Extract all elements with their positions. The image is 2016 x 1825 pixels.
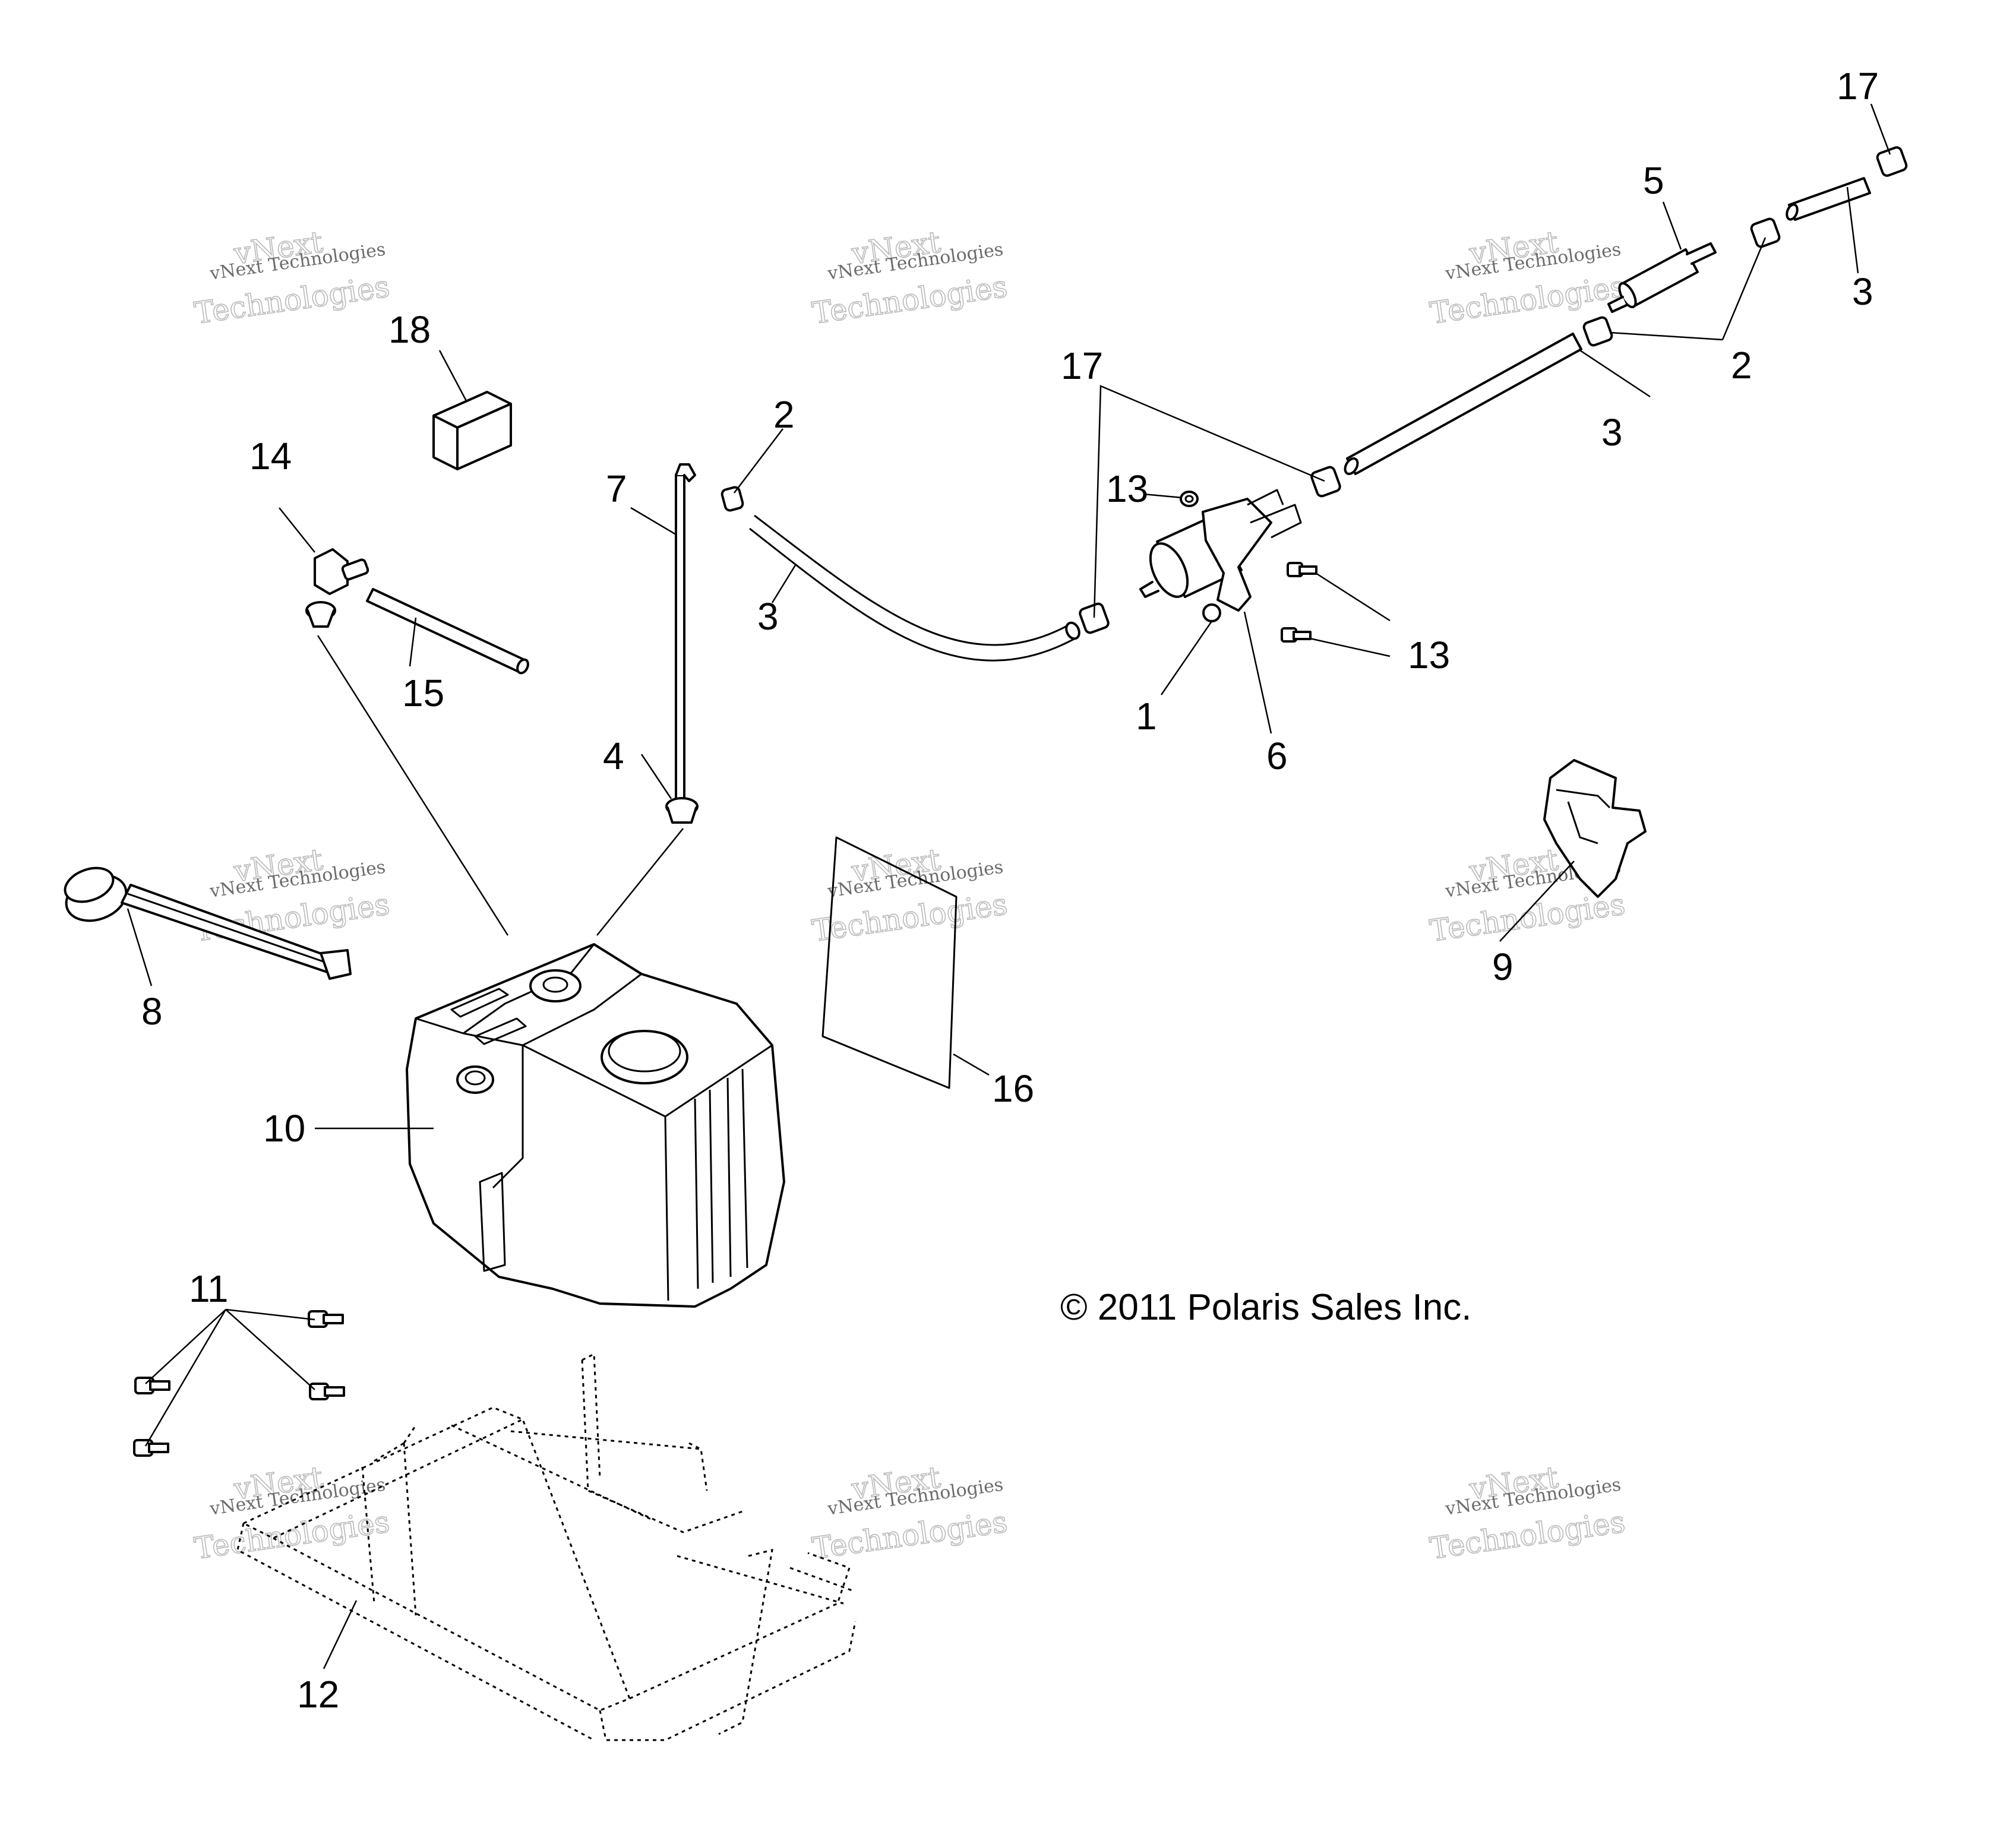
callout-2-left: 2 — [773, 393, 795, 436]
part-10-fuel-tank — [406, 943, 785, 1308]
part-2-clamp-left — [721, 486, 744, 512]
callout-11: 11 — [189, 1267, 228, 1310]
part-8-fuel-cap-sender — [64, 866, 352, 980]
part-18-block — [432, 391, 512, 470]
callout-7: 7 — [606, 467, 627, 510]
watermark-5: vNext vNext Technologies Technologies — [810, 842, 1010, 948]
callout-8: 8 — [141, 990, 163, 1033]
callout-3-topright: 3 — [1852, 270, 1873, 313]
part-9-clip-bracket — [1543, 759, 1647, 898]
part-3-hose-mid — [1344, 333, 1582, 475]
part-7-pickup-tube — [675, 463, 696, 809]
callout-2-right: 2 — [1731, 344, 1752, 387]
part-2-clamp-right-upper — [1750, 217, 1781, 248]
part-13-bolt-lower — [1281, 627, 1312, 643]
part-13-bolt-upper — [1287, 562, 1317, 577]
part-5-fuel-filter — [1607, 242, 1717, 313]
callout-14: 14 — [249, 435, 292, 477]
part-11-bolt-b — [134, 1377, 170, 1394]
part-11-bolt-a — [308, 1310, 344, 1328]
watermark-1: vNext vNext Technologies Technologies — [192, 224, 392, 331]
callout-6: 6 — [1266, 735, 1288, 777]
callout-13-right: 13 — [1408, 634, 1450, 676]
callout-15: 15 — [402, 672, 444, 714]
callout-3-mid: 3 — [1601, 411, 1623, 454]
part-17-clamp-lower — [1079, 602, 1110, 634]
callout-12: 12 — [297, 1673, 339, 1716]
leader-lines — [127, 103, 1891, 1669]
watermark-3: vNext vNext Technologies Technologies — [1427, 224, 1628, 331]
part-15-vent-hose — [366, 588, 529, 675]
part-3-hose-left — [749, 514, 1080, 662]
watermark-9: vNext vNext Technologies Technologies — [1427, 1459, 1628, 1566]
watermark-8: vNext vNext Technologies Technologies — [810, 1459, 1010, 1566]
watermark-2: vNext vNext Technologies Technologies — [810, 224, 1010, 331]
part-11-bolt-d — [133, 1439, 169, 1457]
callout-17-top: 17 — [1837, 65, 1879, 107]
callout-3-left: 3 — [757, 595, 779, 638]
callout-labels: 17 5 3 2 3 17 18 14 15 7 2 3 13 13 1 6 4… — [141, 65, 1879, 1716]
part-3-hose-topright — [1786, 177, 1871, 221]
callout-17-mid: 17 — [1061, 344, 1103, 387]
part-12-frame — [236, 1352, 857, 1741]
part-13-nut — [1180, 491, 1199, 507]
part-17-clamp-top — [1876, 146, 1908, 177]
part-14-elbow-fitting — [305, 548, 369, 628]
part-11-bolt-c — [309, 1383, 345, 1400]
copyright-text: © 2011 Polaris Sales Inc. — [1060, 1287, 1471, 1328]
callout-1: 1 — [1136, 695, 1157, 738]
callout-13-top: 13 — [1106, 467, 1148, 510]
callout-10: 10 — [263, 1107, 305, 1150]
part-17-clamp-upper — [1310, 466, 1341, 498]
callout-18: 18 — [388, 308, 431, 351]
part-4-grommet — [665, 797, 699, 824]
callout-5: 5 — [1643, 159, 1664, 202]
part-2-clamp-right-lower — [1582, 316, 1613, 347]
part-16-decal-sheet — [821, 836, 958, 1089]
callout-4: 4 — [603, 735, 624, 777]
part-6-pump-bracket — [1202, 489, 1302, 612]
callout-16: 16 — [992, 1067, 1034, 1110]
callout-9: 9 — [1492, 945, 1513, 988]
